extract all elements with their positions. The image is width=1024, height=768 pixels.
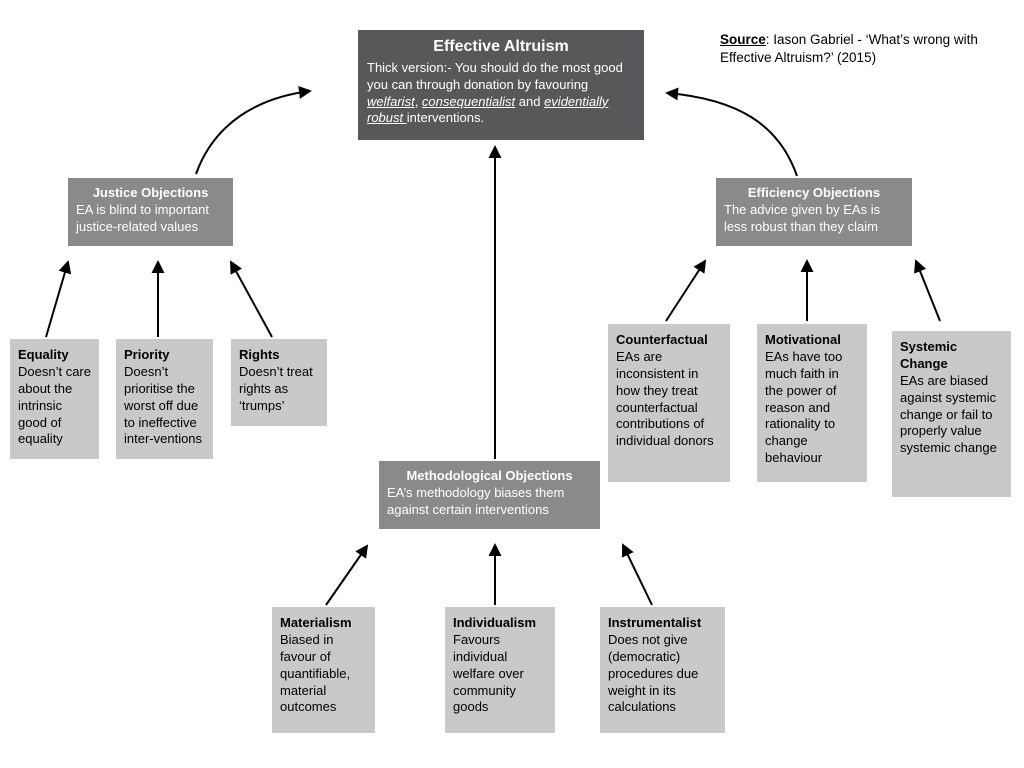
- node-equality-body: Doesn’t care about the intrinsic good of…: [18, 363, 91, 447]
- arrow-counterfactual-to-efficiency: [665, 259, 707, 322]
- body-segment: interventions.: [406, 110, 485, 126]
- node-rights-body: Doesn’t treat rights as ‘trumps’: [239, 363, 313, 413]
- emphasis-consequentialist: consequentialist: [421, 93, 516, 109]
- node-materialism: Materialism Biased in favour of quantifi…: [272, 607, 375, 733]
- node-effective-altruism-body: Thick version:- You should do the most g…: [367, 60, 635, 128]
- node-motivational-body: EAs have too much faith in the power of …: [765, 348, 843, 466]
- node-motivational-title: Motivational: [765, 332, 841, 347]
- node-equality: Equality Doesn’t care about the intrinsi…: [10, 339, 99, 459]
- node-systemic-change: Systemic Change EAs are biased against s…: [892, 331, 1011, 497]
- node-justice-objections-title: Justice Objections: [92, 185, 209, 200]
- node-priority: Priority Doesn’t prioritise the worst of…: [116, 339, 213, 459]
- body-segment: Thick version:- You should do the most g…: [367, 59, 623, 92]
- node-counterfactual-title: Counterfactual: [616, 332, 708, 347]
- node-priority-title: Priority: [124, 347, 170, 362]
- node-materialism-body: Biased in favour of quantifiable, materi…: [280, 631, 351, 715]
- body-segment: and: [515, 93, 545, 109]
- arrow-efficiency-to-root: [665, 87, 798, 177]
- node-counterfactual: Counterfactual EAs are inconsistent in h…: [608, 324, 730, 482]
- node-rights: Rights Doesn’t treat rights as ‘trumps’: [231, 339, 327, 426]
- node-individualism-body: Favours individual welfare over communit…: [453, 631, 524, 715]
- node-justice-objections: Justice Objections EA is blind to import…: [68, 178, 233, 246]
- node-counterfactual-body: EAs are inconsistent in how they treat c…: [616, 348, 714, 449]
- node-efficiency-objections: Efficiency Objections The advice given b…: [716, 178, 912, 246]
- arrow-materialism-to-methodological: [325, 544, 369, 606]
- node-instrumentalist-title: Instrumentalist: [608, 615, 702, 630]
- arrow-instrumentalist-to-methodological: [621, 543, 653, 606]
- source-label: Source: [720, 32, 766, 47]
- node-rights-title: Rights: [239, 347, 280, 362]
- node-individualism-title: Individualism: [453, 615, 537, 630]
- emphasis-welfarist: welfarist: [367, 93, 415, 109]
- node-priority-body: Doesn’t prioritise the worst off due to …: [124, 363, 203, 447]
- node-methodological-objections: Methodological Objections EA’s methodolo…: [379, 461, 600, 529]
- emphasis-evidentially-robust: evidentially robust: [367, 93, 609, 126]
- node-individualism: Individualism Favours individual welfare…: [445, 607, 555, 733]
- arrow-systemic-to-efficiency: [914, 259, 941, 322]
- source-text: : Iason Gabriel - ‘What’s wrong with Eff…: [720, 32, 978, 66]
- node-methodological-objections-body: EA’s methodology biases them against cer…: [387, 484, 565, 517]
- source-note: Source: Iason Gabriel - ‘What’s wrong wi…: [720, 31, 1005, 67]
- body-segment: ,: [414, 93, 422, 109]
- node-efficiency-objections-title: Efficiency Objections: [747, 185, 881, 200]
- node-effective-altruism-title: Effective Altruism: [433, 38, 569, 55]
- node-instrumentalist: Instrumentalist Does not give (democrati…: [600, 607, 725, 733]
- arrow-rights-to-justice: [230, 260, 273, 338]
- node-efficiency-objections-body: The advice given by EAs is less robust t…: [724, 201, 881, 234]
- arrow-justice-to-root: [195, 85, 312, 175]
- node-systemic-change-title: Systemic Change: [900, 339, 958, 371]
- node-motivational: Motivational EAs have too much faith in …: [757, 324, 867, 482]
- node-instrumentalist-body: Does not give (democratic) procedures du…: [608, 631, 699, 715]
- node-equality-title: Equality: [18, 347, 69, 362]
- node-effective-altruism: Effective Altruism Thick version:- You s…: [358, 30, 644, 140]
- node-systemic-change-body: EAs are biased against systemic change o…: [900, 372, 997, 456]
- node-methodological-objections-title: Methodological Objections: [406, 468, 573, 483]
- node-materialism-title: Materialism: [280, 615, 352, 630]
- node-justice-objections-body: EA is blind to important justice-related…: [76, 201, 209, 234]
- arrow-equality-to-justice: [45, 260, 72, 338]
